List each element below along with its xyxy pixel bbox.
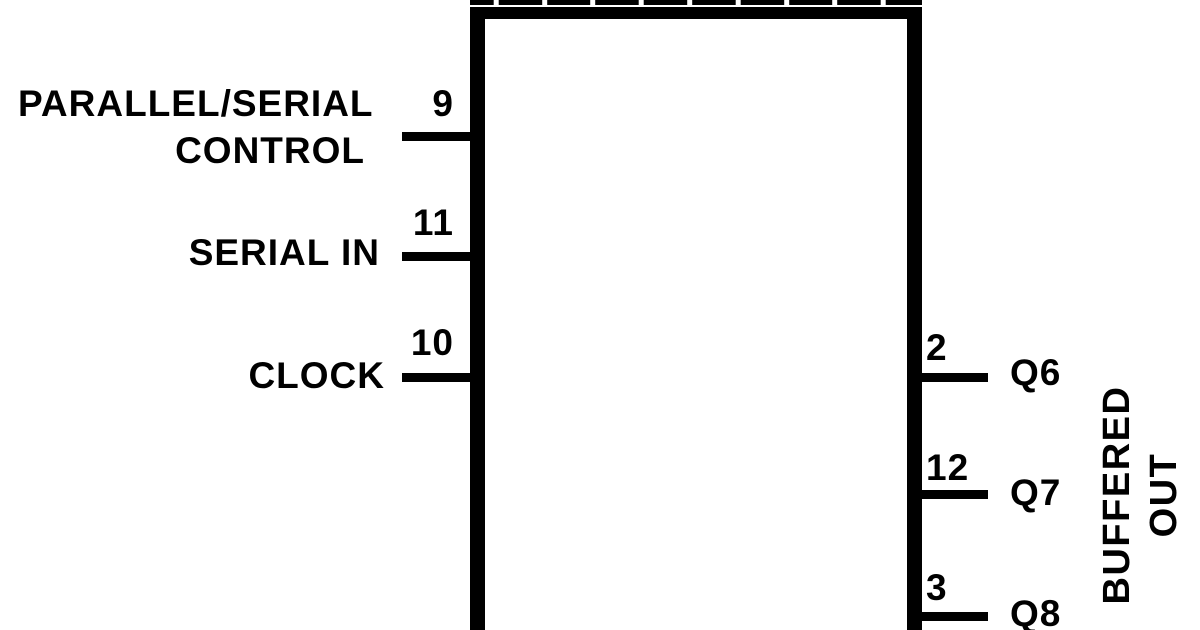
pin-line-11 [402, 252, 470, 261]
pin-number-11: 11 [412, 202, 454, 243]
pin-line-3 [922, 612, 988, 621]
pin-line-12 [922, 490, 988, 499]
pin-number-2: 2 [926, 327, 948, 368]
chip-body [470, 7, 922, 630]
buffered-out-group-label: BUFFERED OUT [1094, 370, 1188, 620]
pin-label-line: PARALLEL/SERIAL [18, 83, 374, 124]
pin-label-parallel-serial-control: PARALLEL/SERIAL CONTROL [18, 80, 374, 174]
pin-label-serial-in: SERIAL IN [188, 232, 380, 273]
group-label-line: BUFFERED [1096, 385, 1138, 605]
parallel-input-stubs [470, 0, 922, 5]
pin-label-q8: Q8 [1010, 593, 1062, 630]
pin-label-q6: Q6 [1010, 352, 1062, 393]
pin-number-9: 9 [432, 83, 454, 124]
pin-line-10 [402, 373, 470, 382]
group-label-line: OUT [1143, 452, 1185, 538]
pin-label-q7: Q7 [1010, 472, 1062, 513]
pin-label-line: CONTROL [175, 130, 365, 171]
pin-number-3: 3 [926, 567, 948, 608]
pin-number-12: 12 [926, 447, 970, 488]
pin-label-clock: CLOCK [248, 355, 385, 396]
pin-line-9 [402, 132, 470, 141]
pin-line-2 [922, 373, 988, 382]
pin-number-10: 10 [410, 322, 454, 363]
